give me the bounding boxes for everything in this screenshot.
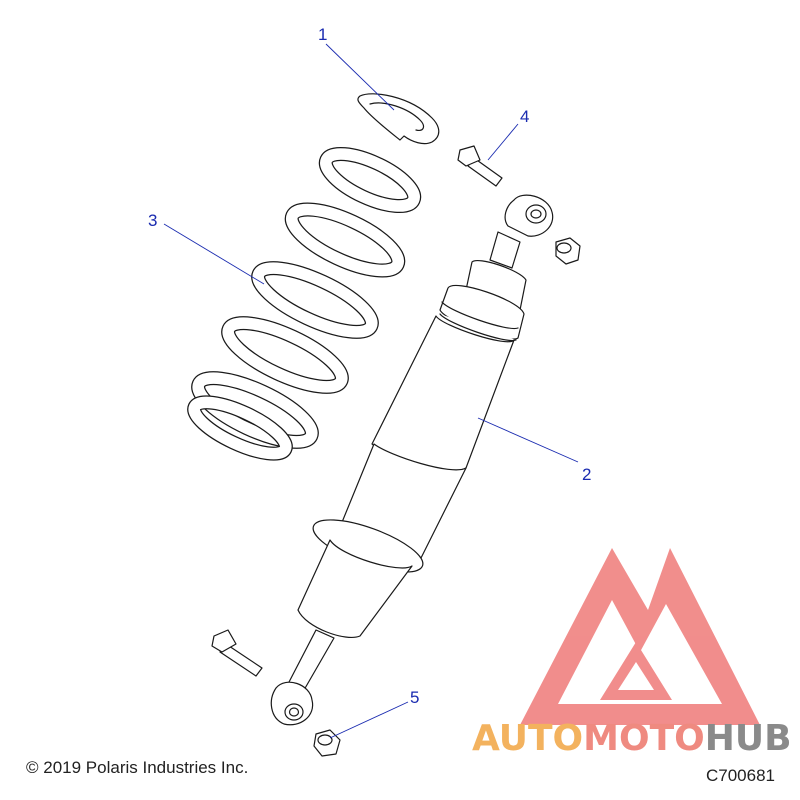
copyright-notice: © 2019 Polaris Industries Inc. — [26, 758, 249, 777]
shock-upper-eyelet — [489, 194, 554, 269]
shock-absorber — [287, 260, 527, 691]
callout-4: 4 — [520, 107, 529, 126]
watermark-auto: AUTO — [472, 718, 583, 759]
watermark-text: AUTOMOTOHUB — [472, 718, 792, 759]
callout-2: 2 — [582, 465, 591, 484]
upper-mounting-nut — [555, 237, 581, 265]
callout-1: 1 — [318, 25, 327, 44]
leader-lines — [163, 43, 579, 739]
watermark-hub: HUB — [705, 718, 792, 759]
shock-lower-eyelet — [270, 681, 314, 726]
lower-mounting-nut — [313, 729, 341, 757]
callout-5: 5 — [410, 688, 419, 707]
callout-3: 3 — [148, 211, 157, 230]
watermark-moto: MOTO — [583, 718, 705, 759]
coil-spring — [187, 146, 422, 461]
automotohub-logo — [520, 548, 760, 725]
upper-mounting-bolt — [457, 145, 503, 187]
lower-mounting-bolt — [211, 629, 263, 677]
spring-retainer-clip — [357, 93, 440, 145]
drawing-number: C700681 — [706, 766, 776, 785]
